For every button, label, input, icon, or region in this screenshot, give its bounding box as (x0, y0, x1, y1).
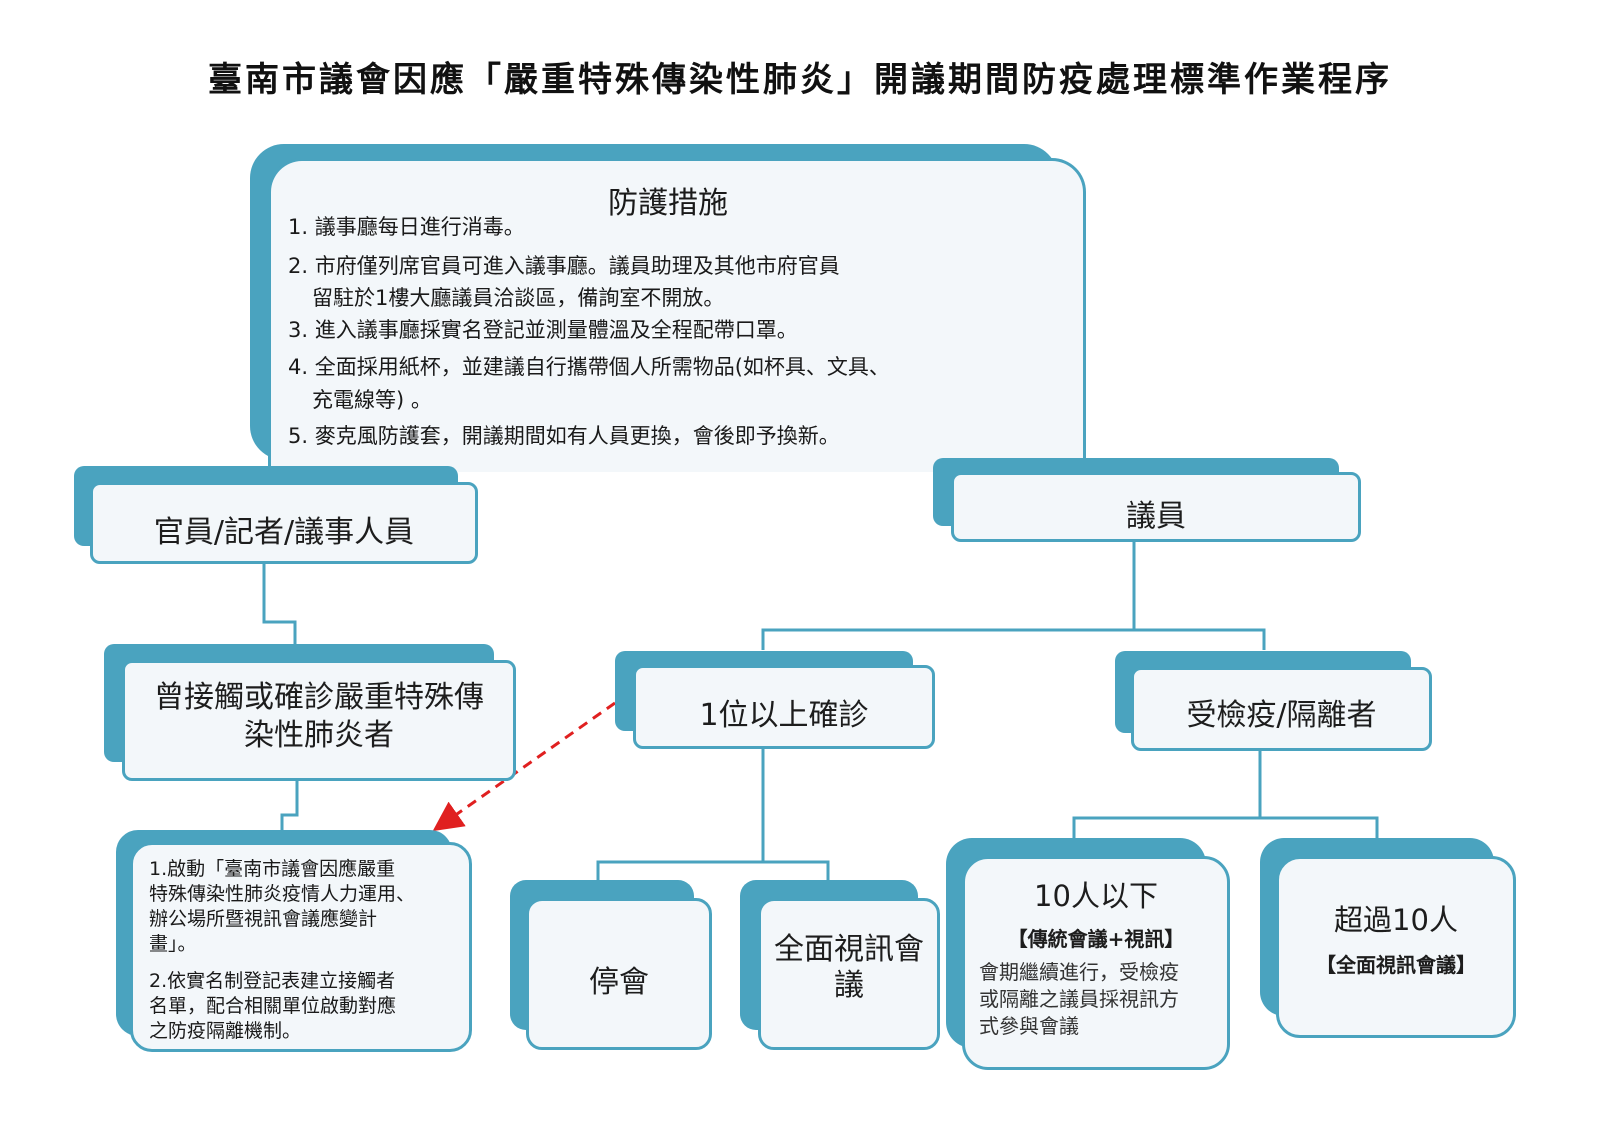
under-ten-desc-line: 會期繼續進行，受檢疫 (979, 960, 1179, 984)
connector-quarantine-split (1072, 816, 1379, 838)
quarantine-label: 受檢疫/隔離者 (1186, 698, 1377, 733)
protection-item: 3. 進入議事廳採實名登記並測量體溫及全程配帶口罩。 (288, 318, 798, 342)
over-ten-mode: 【全面視訊會議】 (1316, 953, 1476, 977)
protection-heading: 防護措施 (608, 186, 728, 221)
quarantine-box: 受檢疫/隔離者 (1115, 651, 1432, 751)
protection-item: 5. 麥克風防護套，開議期間如有人員更換，會後即予換新。 (288, 424, 840, 448)
full-video-box: 全面視訊會 議 (740, 880, 940, 1050)
under-ten-mode: 【傳統會議+視訊】 (1007, 927, 1185, 951)
full-video-line2: 議 (834, 968, 864, 1003)
actions-item1: 1.啟動「臺南市議會因應嚴重 特殊傳染性肺炎疫情人力運用、 辦公場所暨視訊會議應… (149, 857, 469, 957)
actions-item1-line: 1.啟動「臺南市議會因應嚴重 (149, 858, 396, 880)
protection-measures-box: 防護措施 1. 議事廳每日進行消毒。 2. 市府僅列席官員可進入議事廳。議員助理… (250, 144, 1086, 472)
contact-line2: 染性肺炎者 (244, 718, 394, 753)
councilors-label: 議員 (1126, 499, 1186, 534)
page-title: 臺南市議會因應「嚴重特殊傳染性肺炎」開議期間防疫處理標準作業程序 (208, 60, 1392, 100)
actions-item1-line: 辦公場所暨視訊會議應變計 (149, 908, 378, 930)
suspend-box: 停會 (510, 880, 712, 1050)
actions-item1-line: 畫」。 (149, 933, 197, 955)
contact-line1: 曾接觸或確診嚴重特殊傳 (154, 680, 484, 715)
officials-box: 官員/記者/議事人員 (74, 466, 478, 566)
under-ten-desc-line: 式參與會議 (979, 1014, 1079, 1038)
actions-item2: 2.依實名制登記表建立接觸者 名單，配合相關單位啟動對應 之防疫隔離機制。 (149, 969, 469, 1044)
actions-item2-line: 之防疫隔離機制。 (149, 1020, 302, 1042)
councilors-box: 議員 (933, 458, 1361, 542)
protection-item: 留駐於1樓大廳議員洽談區，備詢室不開放。 (312, 286, 725, 310)
confirmed-box: 1位以上確診 (615, 651, 935, 749)
connector-confirmed-split (596, 860, 830, 880)
dashed-arrow-confirmed-to-actions (432, 701, 616, 832)
connector-split-horizontal (761, 628, 1266, 650)
contact-case-box: 曾接觸或確診嚴重特殊傳 染性肺炎者 (104, 644, 516, 781)
actions-item1-line: 特殊傳染性肺炎疫情人力運用、 (149, 883, 416, 905)
actions-item2-line: 2.依實名制登記表建立接觸者 (149, 970, 396, 992)
suspend-label: 停會 (589, 965, 649, 1000)
protection-list: 1. 議事廳每日進行消毒。 2. 市府僅列席官員可進入議事廳。議員助理及其他市府… (288, 210, 1068, 450)
over-ten-box: 超過10人 【全面視訊會議】 (1260, 838, 1516, 1038)
protection-item: 充電線等) 。 (312, 388, 432, 412)
protection-item: 1. 議事廳每日進行消毒。 (288, 215, 525, 239)
actions-item2-line: 名單，配合相關單位啟動對應 (149, 995, 397, 1017)
under-ten-desc-line: 或隔離之議員採視訊方 (979, 987, 1179, 1011)
protection-item: 4. 全面採用紙杯，並建議自行攜帶個人所需物品(如杯具、文具、 (288, 355, 890, 379)
officials-label: 官員/記者/議事人員 (153, 515, 415, 550)
confirmed-label: 1位以上確診 (699, 698, 869, 733)
protection-item: 2. 市府僅列席官員可進入議事廳。議員助理及其他市府官員 (288, 254, 840, 278)
connector-officials-contact (262, 560, 297, 645)
under-ten-desc: 會期繼續進行，受檢疫 或隔離之議員採視訊方 式參與會議 (979, 959, 1227, 1040)
under-ten-box: 10人以下 【傳統會議+視訊】 會期繼續進行，受檢疫 或隔離之議員採視訊方 式參… (946, 838, 1230, 1070)
actions-box: 1.啟動「臺南市議會因應嚴重 特殊傳染性肺炎疫情人力運用、 辦公場所暨視訊會議應… (116, 830, 472, 1052)
under-ten-heading: 10人以下 (1034, 879, 1158, 913)
connector-contact-actions (280, 780, 299, 830)
over-ten-heading: 超過10人 (1334, 903, 1458, 937)
full-video-line1: 全面視訊會 (774, 932, 924, 967)
